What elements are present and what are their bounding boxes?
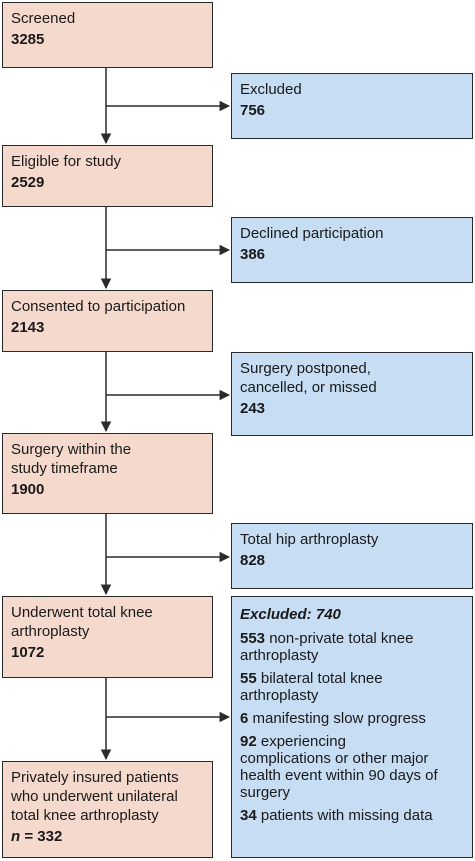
exclusion-box-title: Excluded <box>240 81 302 98</box>
flow-box-surgery-timeframe: Surgery within the study timeframe 1900 <box>2 433 213 514</box>
exclusion-box-title: Declined participation <box>240 225 384 242</box>
exclusion-box-count: 386 <box>240 246 266 263</box>
exclusion-item: 55 bilateral total knee arthroplasty <box>240 670 383 704</box>
exclusion-box-count: 828 <box>240 552 266 569</box>
exclusion-item: 92 experiencing complications or other m… <box>240 733 438 801</box>
exclusion-item: 34 patients with missing data <box>240 807 433 824</box>
exclusion-final-heading: Excluded: 740 <box>240 606 341 623</box>
exclusion-box-excluded: Excluded 756 <box>231 73 473 139</box>
exclusion-box-count: 243 <box>240 400 266 417</box>
flow-box-count: n = 332 <box>11 827 204 846</box>
flow-box-title: Underwent total knee arthroplasty <box>11 604 153 640</box>
exclusion-box-postponed: Surgery postponed, cancelled, or missed … <box>231 352 473 436</box>
flow-box-title: Privately insured patients who underwent… <box>11 769 179 824</box>
exclusion-item: 6 manifesting slow progress <box>240 710 426 727</box>
exclusion-box-total-hip: Total hip arthroplasty 828 <box>231 523 473 589</box>
flow-box-final-cohort: Privately insured patients who underwent… <box>2 761 213 858</box>
flow-box-count: 2529 <box>11 174 45 191</box>
flow-box-title: Eligible for study <box>11 153 122 170</box>
flow-box-screened: Screened 3285 <box>2 2 213 68</box>
n-value: = 332 <box>24 828 63 845</box>
flow-box-total-knee: Underwent total knee arthroplasty 1072 <box>2 596 213 678</box>
flow-box-count: 3285 <box>11 31 45 48</box>
exclusion-box-final: Excluded: 740 553 non-private total knee… <box>231 596 473 858</box>
exclusion-box-title: Surgery postponed, cancelled, or missed <box>240 360 377 396</box>
exclusion-item: 553 non-private total knee arthroplasty <box>240 630 414 664</box>
exclusion-box-title: Total hip arthroplasty <box>240 531 379 548</box>
n-label: n <box>11 828 21 845</box>
flow-box-title: Consented to participation <box>11 298 186 315</box>
exclusion-box-count: 756 <box>240 102 266 119</box>
exclusion-box-declined: Declined participation 386 <box>231 217 473 283</box>
flow-box-consented: Consented to participation 2143 <box>2 290 213 352</box>
flow-box-title: Surgery within the study timeframe <box>11 441 132 477</box>
flow-box-count: 1900 <box>11 481 45 498</box>
flow-box-eligible: Eligible for study 2529 <box>2 145 213 207</box>
flow-box-count: 2143 <box>11 319 45 336</box>
flow-box-count: 1072 <box>11 644 45 661</box>
flow-box-title: Screened <box>11 10 76 27</box>
